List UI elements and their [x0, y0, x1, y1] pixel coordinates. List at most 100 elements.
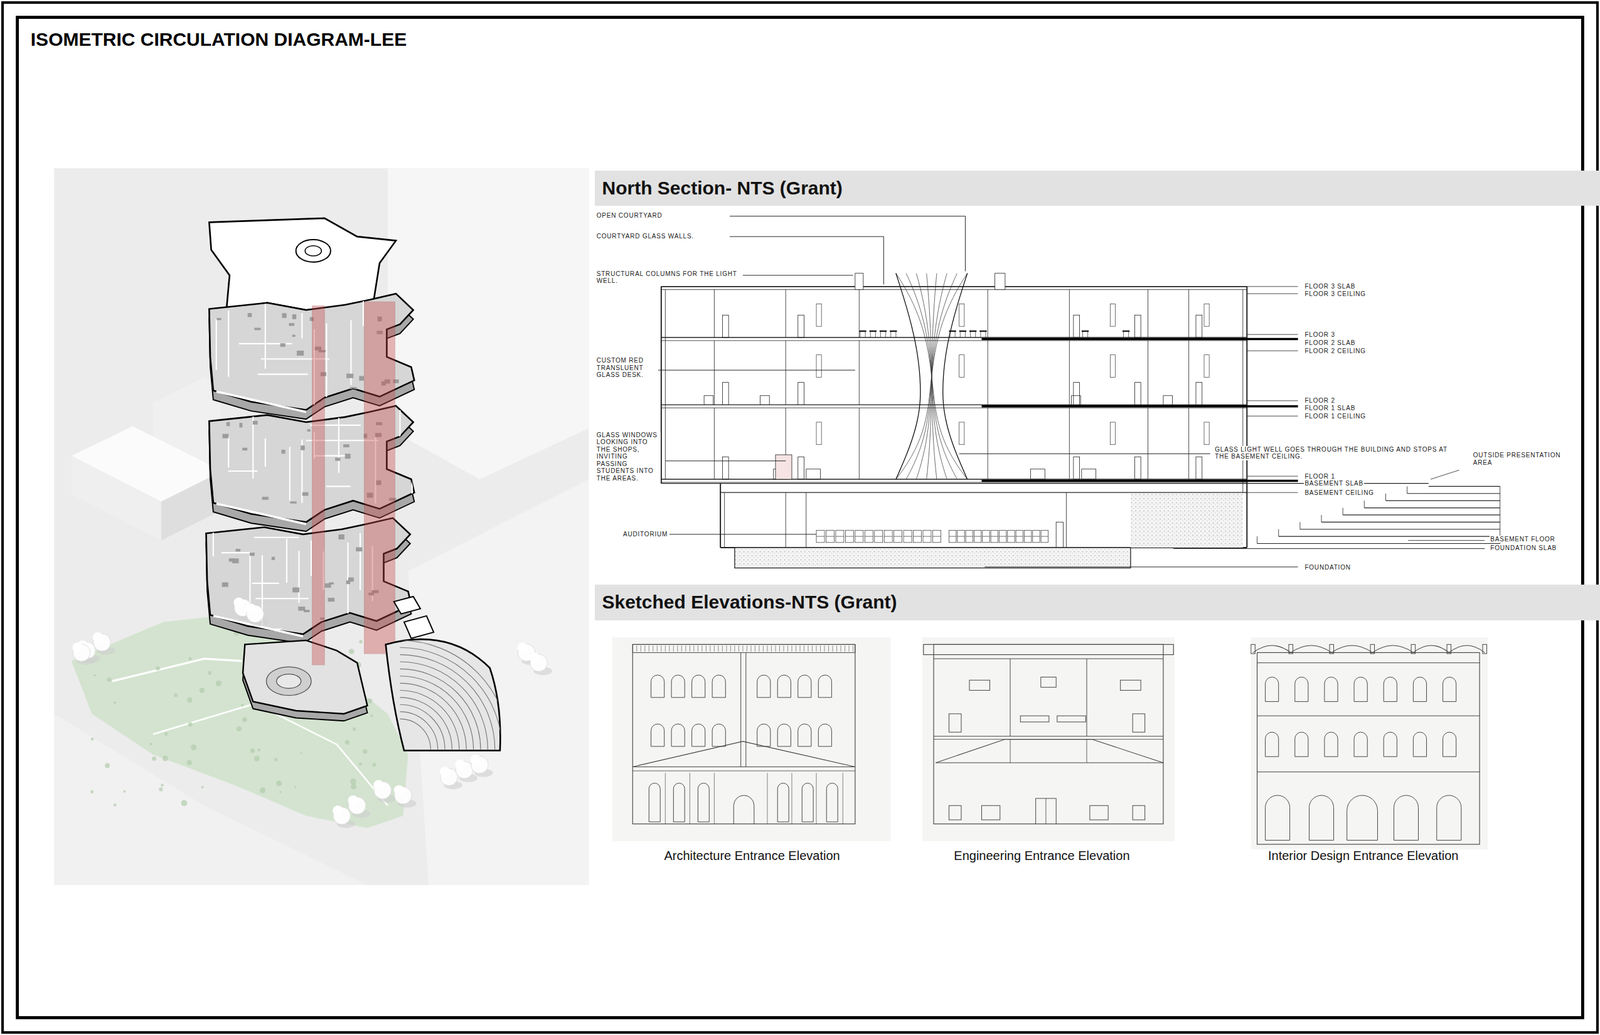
drawing-part [245, 603, 256, 614]
drawing-part [816, 303, 822, 327]
drawing-part [816, 773, 817, 824]
drawing-part [960, 331, 961, 338]
drawing-part [933, 644, 1164, 824]
drawing-part [1288, 644, 1294, 654]
drawing-part [848, 645, 850, 652]
drawing-part [367, 698, 373, 704]
drawing-part [1040, 530, 1048, 543]
callout-label: COURTYARD GLASS WALLS. [596, 232, 730, 241]
drawing-part [1120, 680, 1142, 691]
drawing-part [985, 331, 986, 338]
level-label: FLOOR 1 CEILING [1303, 412, 1367, 420]
drawing-part [1256, 536, 1258, 544]
drawing-part [954, 331, 956, 338]
drawing-part [222, 582, 229, 587]
drawing-part [399, 410, 401, 474]
drawing-part [1385, 500, 1500, 502]
drawing-part [236, 726, 242, 732]
drawing-part [346, 373, 354, 379]
drawing-part [858, 340, 860, 405]
drawing-part [933, 658, 1164, 660]
drawing-part [982, 536, 990, 538]
drawing-part [1246, 476, 1298, 477]
drawing-part [1428, 486, 1501, 487]
drawing-part [1087, 331, 1088, 338]
level-label: FLOOR 3 SLAB [1303, 282, 1356, 290]
drawing-part [257, 748, 261, 752]
drawing-part [355, 547, 363, 552]
drawing-part [923, 644, 1174, 655]
drawing-part [1342, 508, 1344, 516]
drawing-part [400, 704, 446, 750]
drawing-part [896, 273, 921, 480]
drawing-part [221, 552, 253, 554]
drawing-part [1265, 732, 1279, 757]
drawing-part [722, 456, 729, 480]
drawing-part [1056, 522, 1063, 548]
drawing-part [470, 754, 481, 765]
drawing-part [1413, 732, 1427, 757]
drawing-part [816, 536, 825, 538]
drawing-part [661, 481, 1247, 483]
drawing-part [689, 773, 691, 824]
drawing-part [818, 675, 832, 698]
drawing-part [652, 645, 654, 652]
drawing-part [71, 611, 409, 829]
drawing-part [808, 645, 809, 652]
drawing-part [1251, 637, 1488, 850]
drawing-part [400, 640, 510, 750]
drawing-part [254, 756, 260, 762]
drawing-part [1324, 677, 1338, 702]
drawing-part [400, 668, 481, 750]
drawing-part [722, 382, 729, 406]
drawing-part [959, 355, 965, 378]
drawing-part [104, 763, 110, 769]
drawing-part [400, 697, 453, 750]
drawing-part [1411, 644, 1416, 654]
drawing-part [738, 645, 740, 652]
drawing-part [1204, 303, 1210, 327]
drawing-part [1081, 469, 1097, 480]
drawing-part [286, 538, 288, 583]
drawing-part [1030, 469, 1046, 480]
drawing-part [1010, 739, 1011, 763]
drawing-part [1015, 530, 1023, 543]
callout-label: OUTSIDE PRESENTATION AREA [1472, 451, 1577, 467]
drawing-part [824, 645, 826, 652]
drawing-part [249, 552, 255, 556]
drawing-part [151, 756, 157, 762]
drawing-part [1007, 530, 1015, 543]
drawing-part [252, 408, 254, 479]
drawing-part [298, 606, 305, 611]
drawing-part [730, 645, 731, 652]
drawing-part [874, 536, 883, 538]
elevation-caption: Interior Design Entrance Elevation [1266, 848, 1461, 864]
drawing-part [153, 704, 388, 807]
drawing-part [348, 648, 355, 655]
drawing-part [665, 289, 666, 480]
drawing-part [1204, 422, 1210, 445]
drawing-part [742, 645, 743, 652]
drawing-part [801, 783, 814, 822]
drawing-part [760, 395, 770, 406]
drawing-part [350, 616, 356, 621]
drawing-part [279, 791, 282, 794]
drawing-part [90, 790, 94, 794]
drawing-part [394, 596, 421, 615]
drawing-part [820, 645, 821, 652]
heading-text: Sketched Elevations-NTS (Grant) [601, 591, 1600, 614]
drawing-part [1354, 732, 1368, 757]
drawing-part [325, 323, 327, 403]
drawing-part [281, 449, 285, 454]
drawing-part [1010, 658, 1011, 737]
drawing-part [387, 168, 589, 480]
drawing-part [235, 549, 241, 552]
drawing-part [199, 687, 206, 694]
drawing-part [1069, 407, 1070, 480]
drawing-part [1393, 795, 1419, 841]
drawing-part [1354, 677, 1368, 702]
drawing-part [338, 534, 344, 540]
drawing-part [359, 533, 361, 591]
drawing-part [1257, 715, 1481, 717]
